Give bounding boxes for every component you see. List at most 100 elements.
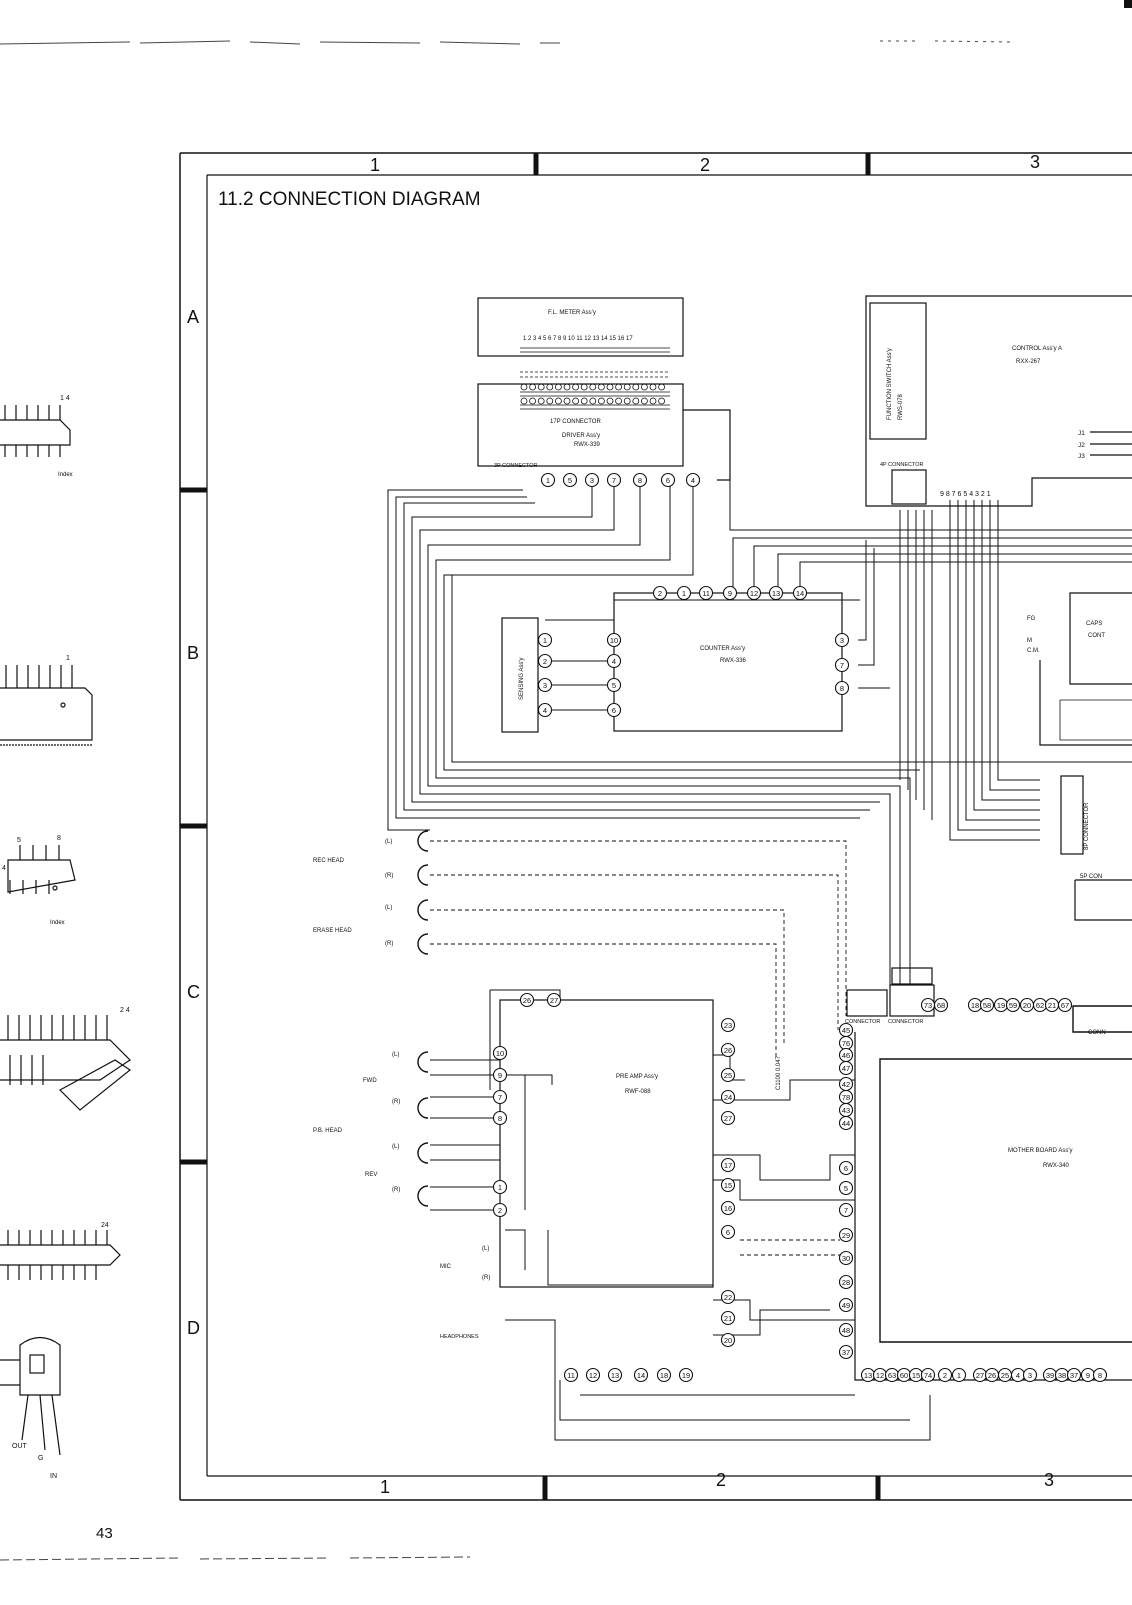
wiring-bundle [387, 479, 1132, 985]
counter-left-pin-5: 5 [606, 677, 622, 693]
driver-pin-5: 5 [562, 472, 578, 488]
svg-text:60: 60 [900, 1371, 908, 1380]
transistor-package [0, 1336, 61, 1456]
preamp-left-pin-10: 10 [492, 1045, 508, 1061]
preamp-right-pin-22: 22 [720, 1289, 736, 1305]
svg-text:7: 7 [840, 661, 844, 670]
mic-label: MIC [440, 1264, 452, 1270]
bottom-right-pin-25: 25 [997, 1367, 1013, 1383]
mother-left-pin-28: 28 [838, 1274, 854, 1290]
svg-text:7: 7 [844, 1206, 848, 1215]
preamp-top-pin-27: 27 [546, 992, 562, 1008]
preamp-right-pin-26: 26 [720, 1042, 736, 1058]
mother-bottom-pin-60: 60 [896, 1367, 912, 1383]
frame [179, 152, 1132, 1501]
diagram-title: 11.2 CONNECTION DIAGRAM [218, 189, 481, 210]
bottom-right-pin-2: 2 [937, 1367, 953, 1383]
driver-label: DRIVER Ass'y [562, 433, 600, 439]
in-label: IN [50, 1473, 57, 1480]
capacitor-label: C1100 0.047 [776, 1055, 782, 1090]
grid-col-2-bottom: 2 [716, 1470, 727, 1490]
head-coil-5 [417, 1097, 429, 1119]
bottom-right-pin-4: 4 [1010, 1367, 1026, 1383]
mother-left-pin-37: 37 [838, 1344, 854, 1360]
svg-text:74: 74 [924, 1371, 932, 1380]
sensing-pin-4: 4 [537, 702, 553, 718]
svg-text:76: 76 [842, 1039, 850, 1048]
connector-4p-label: 4P CONNECTOR [880, 462, 924, 468]
dip14-package [0, 405, 71, 457]
svg-text:6: 6 [612, 706, 616, 715]
bottom-row-pin-14: 14 [633, 1367, 649, 1383]
preamp-right-pin-16: 16 [720, 1200, 736, 1216]
preamp-left-pin-1: 1 [492, 1179, 508, 1195]
preamp-right-pin-25: 25 [720, 1067, 736, 1083]
preamp-left-pin-8: 8 [492, 1110, 508, 1126]
svg-text:4: 4 [612, 657, 616, 666]
ic-package-sketches [0, 405, 132, 1456]
mother-left-pin-45: 45 [838, 1022, 854, 1038]
bottom-row-pin-19: 19 [678, 1367, 694, 1383]
mother-top-pin-67: 67 [1057, 997, 1073, 1013]
svg-text:47: 47 [842, 1064, 850, 1073]
svg-text:59: 59 [1009, 1001, 1017, 1010]
mother-bottom-pin-12: 12 [872, 1367, 888, 1383]
mother-left-pin-30: 30 [838, 1250, 854, 1266]
svg-text:6: 6 [844, 1164, 848, 1173]
left-channel-label-2: (L) [392, 1052, 399, 1058]
svg-text:7: 7 [498, 1093, 502, 1102]
right-channel-label-2: (R) [392, 1099, 400, 1105]
svg-text:2: 2 [543, 657, 547, 666]
function-switch-code: RWS-078 [898, 393, 904, 420]
svg-text:4: 4 [543, 706, 547, 715]
right-channel-label-0: (R) [385, 873, 393, 879]
grid-col-1-top: 1 [370, 155, 381, 175]
svg-text:19: 19 [997, 1001, 1005, 1010]
grid-col-3-top: 3 [1030, 152, 1041, 172]
grid-row-d: D [187, 1318, 200, 1338]
preamp-left-pin-7: 7 [492, 1089, 508, 1105]
head-coil-0 [417, 830, 429, 852]
svg-text:49: 49 [842, 1301, 850, 1310]
svg-text:1: 1 [682, 589, 686, 598]
mother-top-pin-20: 20 [1019, 997, 1035, 1013]
counter-right-pin-3: 3 [834, 632, 850, 648]
jack-j2-label: J2 [1078, 442, 1085, 449]
index-label-a: Index [58, 472, 73, 478]
mother-bottom-pin-15: 15 [908, 1367, 924, 1383]
svg-text:3: 3 [590, 476, 594, 485]
counter-top-pin-12: 12 [746, 585, 762, 601]
driver-pin-4: 4 [685, 472, 701, 488]
mother-left-pin-6: 6 [838, 1160, 854, 1176]
preamp-left-pin-9: 9 [492, 1067, 508, 1083]
counter-top-pin-11: 11 [698, 585, 714, 601]
grid-row-c: C [187, 982, 200, 1002]
mother-left-pin-43: 43 [838, 1102, 854, 1118]
erase-head-label: ERASE HEAD [313, 928, 352, 934]
svg-text:67: 67 [1061, 1001, 1069, 1010]
bottom-right-pin-9: 9 [1080, 1367, 1096, 1383]
svg-text:3: 3 [543, 681, 547, 690]
bottom-right-pin-39: 39 [1042, 1367, 1058, 1383]
mother-top-pin-19: 19 [993, 997, 1009, 1013]
driver-code: RWX-339 [574, 442, 601, 448]
ic-pin-8-label: 8 [57, 835, 61, 842]
svg-text:4: 4 [1016, 1371, 1020, 1380]
sip-package [0, 665, 93, 746]
counter-left-pin-4: 4 [606, 653, 622, 669]
control-box [865, 295, 1132, 507]
preamp-right-pin-27: 27 [720, 1110, 736, 1126]
counter-top-pin-1: 1 [676, 585, 692, 601]
jack-j3-label: J3 [1078, 453, 1085, 460]
driver-pin-7: 7 [606, 472, 622, 488]
svg-text:20: 20 [1023, 1001, 1031, 1010]
mother-board-code: RWX-340 [1043, 1163, 1070, 1169]
svg-text:62: 62 [1036, 1001, 1044, 1010]
g-label: G [38, 1455, 43, 1462]
svg-text:8: 8 [638, 476, 642, 485]
mother-left-pin-44: 44 [838, 1115, 854, 1131]
sensing-label: SENSING Ass'y [519, 658, 525, 701]
left-channel-label-4: (L) [482, 1246, 489, 1252]
